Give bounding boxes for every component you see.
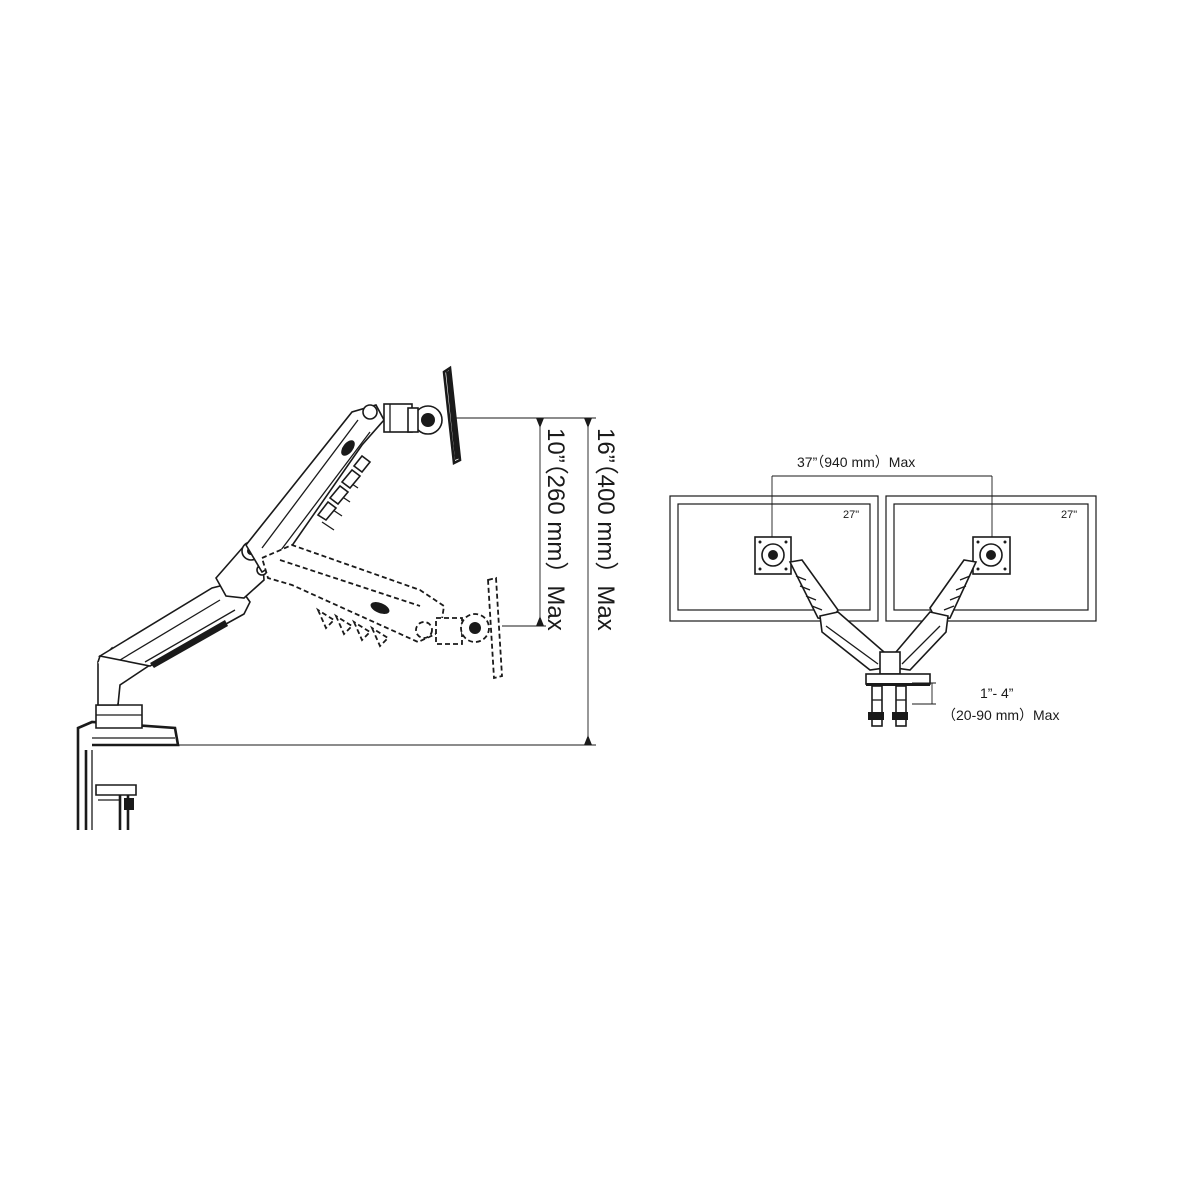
vesa-plate-right [972,536,1011,575]
center-base-and-clamps [865,651,931,727]
arm-left [788,559,885,671]
desk-thickness-mm-label: （20-90 mm）Max [942,707,1059,723]
front-view: 27" 27" 37”（940 mm）Max [669,454,1097,727]
width-dimension-lines [771,475,993,540]
total-height-label: 16”（400 mm）Max [592,428,619,631]
upper-arm-lowered [260,544,445,648]
height-range-label: 10”（260 mm）Max [542,428,569,631]
desk-thickness-dimension-lines [912,682,936,705]
width-label: 37”（940 mm）Max [797,454,915,470]
desk-clamp [76,704,180,830]
tilt-head-raised [383,365,462,465]
arm-right [895,559,978,671]
desk-thickness-label: 1”- 4” [980,685,1014,701]
lower-arm [97,581,251,668]
vesa-plate-left [754,536,792,575]
monitor-right: 27" [885,495,1097,622]
tilt-head-lowered [435,576,503,680]
monitor-right-size-label: 27" [1061,509,1077,521]
monitor-left-size-label: 27" [843,509,859,521]
upper-arm-raised [245,404,385,574]
side-view: 10”（260 mm）Max 16”（400 mm）Max [76,365,619,830]
monitor-left: 27" [669,495,879,622]
height-dimension-lines [178,417,596,746]
